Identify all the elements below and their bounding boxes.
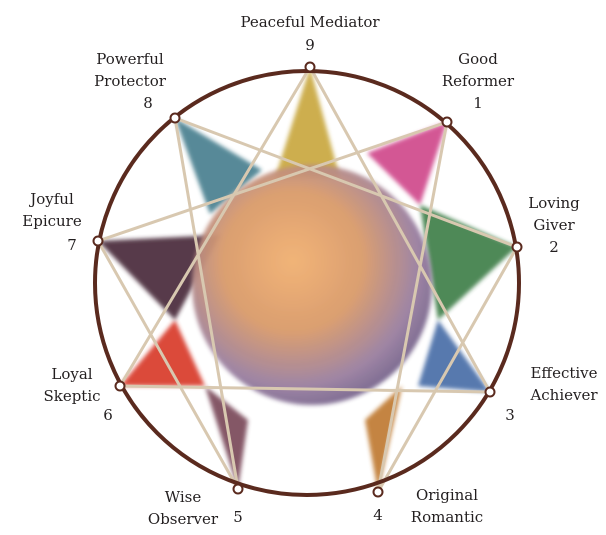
point-marker-3 [486,388,495,397]
point-5-number: 5 [233,508,243,526]
point-4-number: 4 [373,506,383,524]
point-5-name-line-1: Wise [165,488,202,506]
point-5-name-line-2: Observer [148,510,219,528]
point-4-name-line-2: Romantic [411,508,483,526]
point-7-name-line-1: Joyful [28,190,74,208]
point-9-name: Peaceful Mediator [240,13,380,31]
point-8-number: 8 [143,94,153,112]
point-marker-2 [513,243,522,252]
point-4-name-line-1: Original [416,486,478,504]
point-3-name-line-1: Effective [530,364,597,382]
point-6-name-line-1: Loyal [51,365,92,383]
point-3-label: Effective Achiever 3 [505,364,598,424]
point-marker-1 [443,118,452,127]
point-7-number: 7 [67,236,77,254]
point-marker-9 [306,63,315,72]
point-marker-8 [171,114,180,123]
point-6-name-line-2: Skeptic [43,387,100,405]
point-6-label: Loyal Skeptic 6 [43,365,112,424]
point-marker-7 [94,237,103,246]
point-8-name-line-2: Protector [94,72,167,90]
point-2-label: Loving Giver 2 [528,194,580,256]
point-9-label: Peaceful Mediator 9 [240,13,380,54]
point-7-name-line-2: Epicure [22,212,82,230]
point-1-name-line-2: Reformer [442,72,515,90]
point-6-number: 6 [103,406,113,424]
point-marker-6 [116,382,125,391]
point-9-number: 9 [305,36,315,54]
point-4-label: Original Romantic 4 [373,486,483,526]
point-5-label: Wise Observer 5 [148,488,243,528]
point-1-label: Good Reformer 1 [442,50,515,112]
point-2-number: 2 [549,238,559,256]
point-8-name-line-1: Powerful [96,50,164,68]
point-marker-4 [374,488,383,497]
wedge-2 [420,205,517,320]
point-marker-5 [234,485,243,494]
point-1-number: 1 [473,94,483,112]
point-2-name-line-2: Giver [533,216,575,234]
point-2-name-line-1: Loving [528,194,580,212]
point-1-name-line-1: Good [458,50,498,68]
point-3-name-line-2: Achiever [529,386,598,404]
point-3-number: 3 [505,406,515,424]
point-8-label: Powerful Protector 8 [94,50,167,112]
point-7-label: Joyful Epicure 7 [22,190,82,254]
